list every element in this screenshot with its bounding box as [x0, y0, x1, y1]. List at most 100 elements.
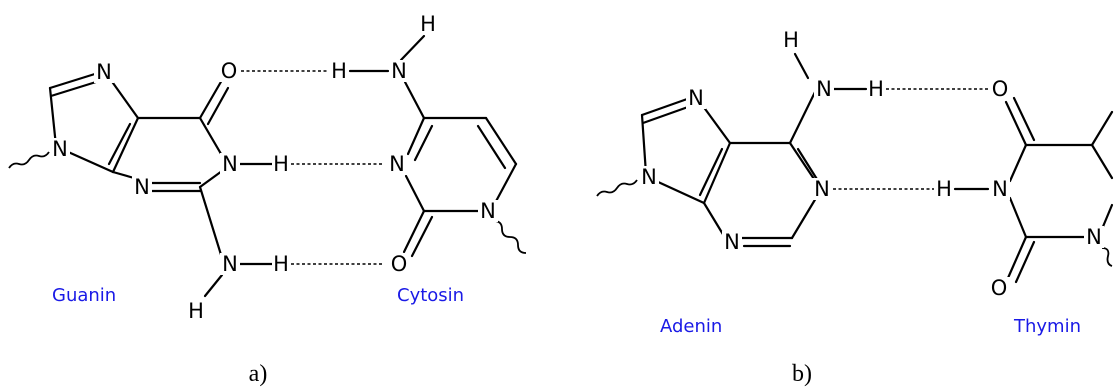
adenine-atom-h6a: H — [782, 28, 800, 52]
thymine-bond — [1012, 96, 1036, 142]
cytosine-bond — [406, 116, 426, 156]
cytosine-atom-n4: N — [389, 59, 409, 83]
cytosine-bond — [404, 174, 426, 213]
guanine-bond — [206, 86, 230, 126]
cytosine-bond — [476, 124, 507, 170]
thymine-bond — [1008, 196, 1028, 239]
cytosine-bond — [484, 116, 518, 166]
guanine-structure: N N N O N H N H H — [8, 59, 290, 323]
thymine-atom-h3: H — [935, 177, 953, 201]
adenine-atom-n3: N — [722, 230, 742, 254]
thymine-bond — [1090, 110, 1114, 147]
panel-caption-b: b) — [792, 361, 812, 387]
guanine-bond — [48, 86, 58, 148]
guanine-bond — [111, 116, 140, 174]
guanine-atom-h2b: H — [187, 299, 205, 323]
svg-text:N: N — [222, 152, 238, 176]
guanine-atom-n1: N — [220, 152, 240, 176]
guanine-bond — [203, 273, 224, 298]
adenine-bond — [698, 147, 724, 197]
adenine-atom-n6: N — [814, 77, 834, 101]
adenine-atom-n9: N — [639, 165, 659, 189]
cytosine-atom-n3: N — [387, 152, 407, 176]
svg-text:N: N — [391, 59, 407, 83]
adenine-bond — [640, 96, 692, 117]
svg-text:H: H — [273, 252, 289, 276]
svg-text:H: H — [188, 299, 204, 323]
svg-text:N: N — [641, 165, 657, 189]
adenine-bond — [788, 88, 818, 145]
adenine-sugar-attachment — [596, 179, 638, 197]
adenine-bond — [702, 201, 726, 238]
guanine-atom-n9: N — [50, 137, 70, 161]
cytosine-bond — [402, 209, 426, 254]
adenine-atom-n7: N — [686, 86, 706, 110]
svg-text:N: N — [688, 86, 704, 110]
guanine-bond — [198, 116, 226, 161]
thymine-bond — [1004, 100, 1028, 147]
cytosine-atom-h-top: H — [419, 12, 437, 36]
guanine-atom-o6: O — [218, 59, 240, 83]
panel-b: N N N N N H H O H N — [596, 28, 1114, 387]
thymine-atom-o2: O — [988, 276, 1010, 300]
svg-text:O: O — [221, 59, 238, 83]
cytosine-bond — [413, 124, 434, 162]
svg-text:N: N — [96, 60, 112, 84]
svg-text:H: H — [936, 177, 952, 201]
thymine-atom-n1: N — [1084, 225, 1104, 249]
panel-caption-a: a) — [249, 361, 268, 387]
svg-text:O: O — [992, 77, 1009, 101]
adenine-structure: N N N N N H H — [596, 28, 885, 254]
guanine-atom-h1: H — [272, 152, 290, 176]
cytosine-bond — [410, 215, 434, 258]
thymine-bond — [1090, 143, 1114, 180]
thymine-sugar-attachment — [1101, 247, 1113, 267]
base-label-guanine: Guanin — [52, 285, 116, 306]
adenine-bond — [640, 113, 648, 176]
adenine-bond — [641, 105, 690, 125]
thymine-bond — [1100, 203, 1114, 231]
cytosine-atom-o2: O — [388, 252, 410, 276]
cytosine-structure: H H N N N O — [330, 12, 527, 276]
guanine-bond — [198, 185, 224, 260]
adenine-bond — [793, 52, 810, 80]
hydrogen-bonds-at — [833, 88, 990, 190]
guanine-atom-n3: N — [132, 175, 152, 199]
thymine-atom-o4: O — [989, 77, 1011, 101]
thymine-bond — [1006, 235, 1028, 280]
svg-text:O: O — [391, 252, 408, 276]
guanine-bond — [198, 169, 224, 189]
adenine-bond — [654, 179, 706, 205]
svg-text:H: H — [783, 28, 799, 52]
cytosine-atom-h4: H — [330, 59, 348, 83]
cytosine-sugar-attachment — [493, 220, 527, 254]
cytosine-bond — [492, 162, 518, 207]
hydrogen-bonds-gc — [241, 70, 384, 265]
adenine-bond — [702, 141, 732, 205]
guanine-bond — [48, 71, 100, 90]
panel-a: N N N O N H N H H — [8, 12, 527, 387]
thymine-atom-n3: N — [990, 177, 1010, 201]
svg-text:H: H — [273, 152, 289, 176]
cytosine-bond — [403, 80, 426, 120]
guanine-bond — [64, 149, 115, 174]
guanine-bond — [107, 122, 132, 166]
adenine-bond — [788, 141, 818, 184]
svg-text:N: N — [480, 199, 496, 223]
guanine-bond — [111, 170, 136, 180]
adenine-atom-h6b: H — [867, 77, 885, 101]
base-label-cytosine: Cytosin — [397, 285, 464, 306]
svg-text:N: N — [222, 252, 238, 276]
svg-text:N: N — [816, 77, 832, 101]
svg-text:N: N — [134, 175, 150, 199]
base-label-thymine: Thymin — [1013, 316, 1081, 337]
adenine-bond — [790, 196, 818, 240]
svg-text:H: H — [868, 77, 884, 101]
svg-text:N: N — [389, 152, 405, 176]
adenine-atom-n1: N — [812, 177, 832, 201]
guanine-atom-n7: N — [94, 60, 114, 84]
guanine-bond — [49, 80, 98, 98]
svg-text:O: O — [991, 276, 1008, 300]
svg-text:H: H — [331, 59, 347, 83]
